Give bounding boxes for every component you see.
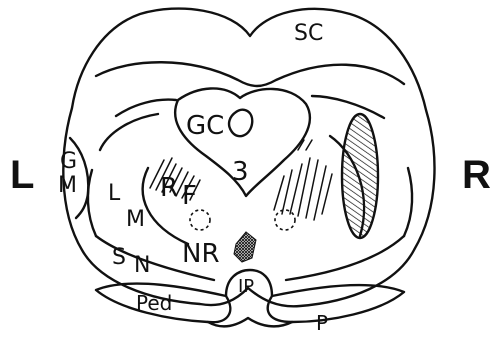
sn-label-n: N — [134, 253, 150, 278]
right-upper-arc — [312, 96, 384, 118]
lesion-oval — [342, 114, 378, 238]
right-outer-arc — [404, 168, 412, 236]
left-side-label: L — [10, 153, 34, 197]
right-peduncle-arc — [286, 236, 404, 280]
colliculus-contour — [96, 62, 404, 86]
aqueduct-icon — [229, 110, 252, 137]
ped-label: Ped — [136, 291, 172, 315]
decussation-patch — [234, 232, 256, 262]
lm-label-l: L — [108, 181, 121, 206]
lm-label-m: M — [126, 207, 145, 232]
sc-label: SC — [294, 21, 323, 46]
sn-label-s: S — [112, 245, 126, 270]
gm-label-m: M — [58, 173, 77, 198]
p-label: P — [316, 311, 328, 335]
ip-label: IP — [238, 276, 254, 297]
red-nucleus-left — [190, 210, 210, 230]
rf-hatch-right — [274, 140, 332, 220]
right-peduncle-lobe — [268, 285, 404, 322]
red-nucleus-right — [275, 210, 295, 230]
rf-label-r: R — [160, 173, 178, 203]
left-lemniscus-arc — [116, 100, 176, 116]
rf-label-f: F — [182, 181, 197, 211]
gc-label: GC — [186, 111, 224, 141]
third-nucleus-label: 3 — [232, 157, 249, 187]
nr-label: NR — [182, 239, 220, 269]
gm-label-g: G — [60, 149, 77, 174]
right-side-label: R — [462, 153, 491, 197]
left-inner-arc — [100, 114, 158, 150]
